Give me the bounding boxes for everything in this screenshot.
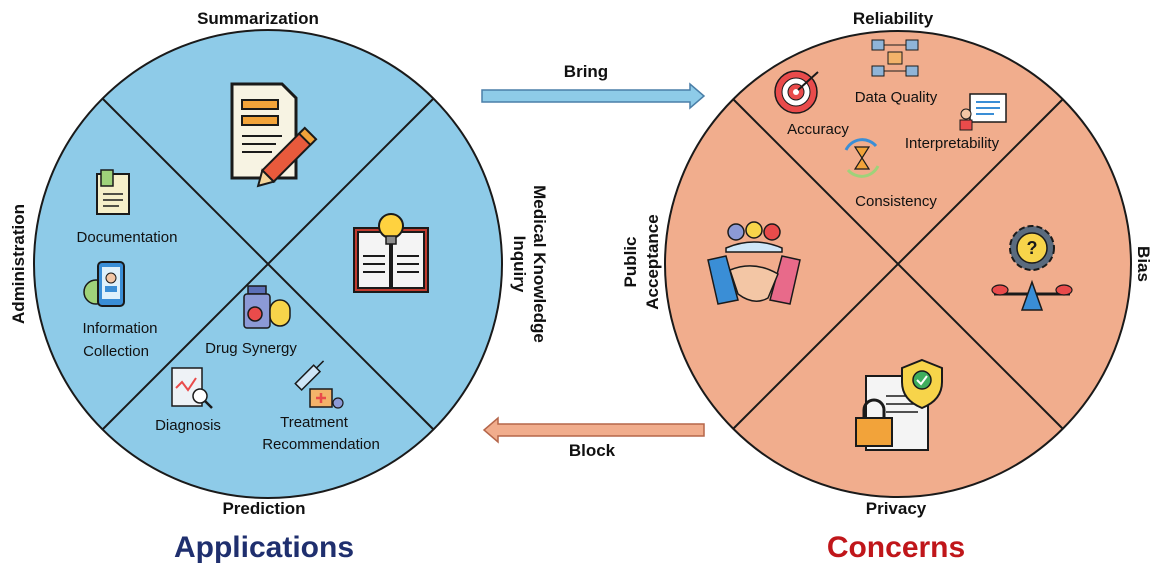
section-reliability: Reliability bbox=[853, 9, 934, 28]
shield-lock-icon bbox=[855, 358, 943, 451]
item-diagnosis: Diagnosis bbox=[155, 417, 221, 434]
applications-title: Applications bbox=[174, 531, 354, 564]
item-documentation: Documentation bbox=[77, 229, 178, 246]
pill-bottle-icon bbox=[243, 285, 291, 329]
item-consistency: Consistency bbox=[855, 193, 937, 210]
section-public-line1: Public bbox=[621, 236, 640, 287]
item-data-quality: Data Quality bbox=[855, 89, 938, 106]
section-prediction: Prediction bbox=[222, 499, 305, 518]
concerns-divider-2 bbox=[732, 98, 1064, 430]
section-administration: Administration bbox=[9, 204, 28, 324]
book-lightbulb-icon bbox=[353, 213, 429, 293]
item-treatment-line1: Treatment bbox=[280, 414, 349, 431]
clipboard-magnifier-icon bbox=[171, 367, 213, 409]
section-medical-knowledge-inquiry: Medical Knowledge Inquiry bbox=[510, 185, 549, 343]
item-treatment-line2: Recommendation bbox=[262, 436, 380, 453]
section-bias: Bias bbox=[1134, 246, 1151, 282]
item-information-collection-line1: Information bbox=[82, 320, 157, 337]
item-information-collection-line2: Collection bbox=[83, 343, 149, 360]
presentation-icon bbox=[959, 93, 1007, 131]
syringe-icon bbox=[294, 360, 344, 409]
section-medical-knowledge-line2: Inquiry bbox=[510, 236, 529, 293]
section-medical-knowledge-line1: Medical Knowledge bbox=[530, 185, 549, 343]
gear-scale-icon: ? bbox=[991, 225, 1073, 311]
clipboard-icon bbox=[96, 169, 130, 215]
block-label: Block bbox=[569, 441, 616, 460]
concerns-wheel bbox=[664, 30, 1132, 498]
concerns-title: Concerns bbox=[827, 531, 965, 564]
section-privacy: Privacy bbox=[866, 499, 927, 518]
section-public-acceptance: Public Acceptance bbox=[621, 214, 662, 309]
bring-label: Bring bbox=[564, 62, 608, 81]
applications-divider-2 bbox=[102, 98, 434, 430]
applications-wheel bbox=[33, 29, 503, 499]
svg-text:?: ? bbox=[1027, 238, 1038, 258]
item-drug-synergy: Drug Synergy bbox=[205, 340, 297, 357]
hourglass-cycle-icon bbox=[844, 138, 880, 178]
target-icon bbox=[774, 70, 819, 114]
document-pencil-icon bbox=[230, 82, 318, 188]
block-arrow bbox=[482, 416, 705, 444]
section-public-line2: Acceptance bbox=[643, 214, 662, 309]
handshake-group-icon bbox=[707, 221, 801, 305]
section-summarization: Summarization bbox=[197, 9, 319, 28]
phone-profile-icon bbox=[83, 261, 125, 307]
item-interpretability: Interpretability bbox=[905, 135, 1000, 152]
item-accuracy: Accuracy bbox=[787, 121, 849, 138]
data-nodes-icon bbox=[871, 39, 919, 77]
bring-arrow bbox=[481, 82, 706, 110]
